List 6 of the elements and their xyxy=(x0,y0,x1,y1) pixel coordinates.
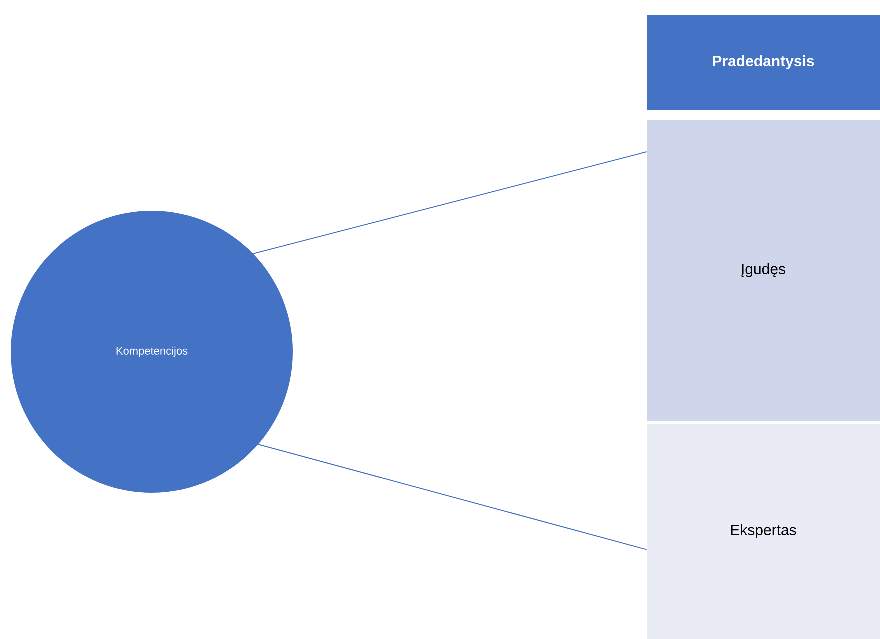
level-box: Ekspertas xyxy=(647,424,880,639)
connector-line xyxy=(258,444,648,550)
level-box: Įgudęs xyxy=(647,120,880,421)
circle-node: Kompetencijos xyxy=(11,210,293,493)
header-box: Pradedantysis xyxy=(647,15,880,110)
connector-line xyxy=(253,152,648,254)
